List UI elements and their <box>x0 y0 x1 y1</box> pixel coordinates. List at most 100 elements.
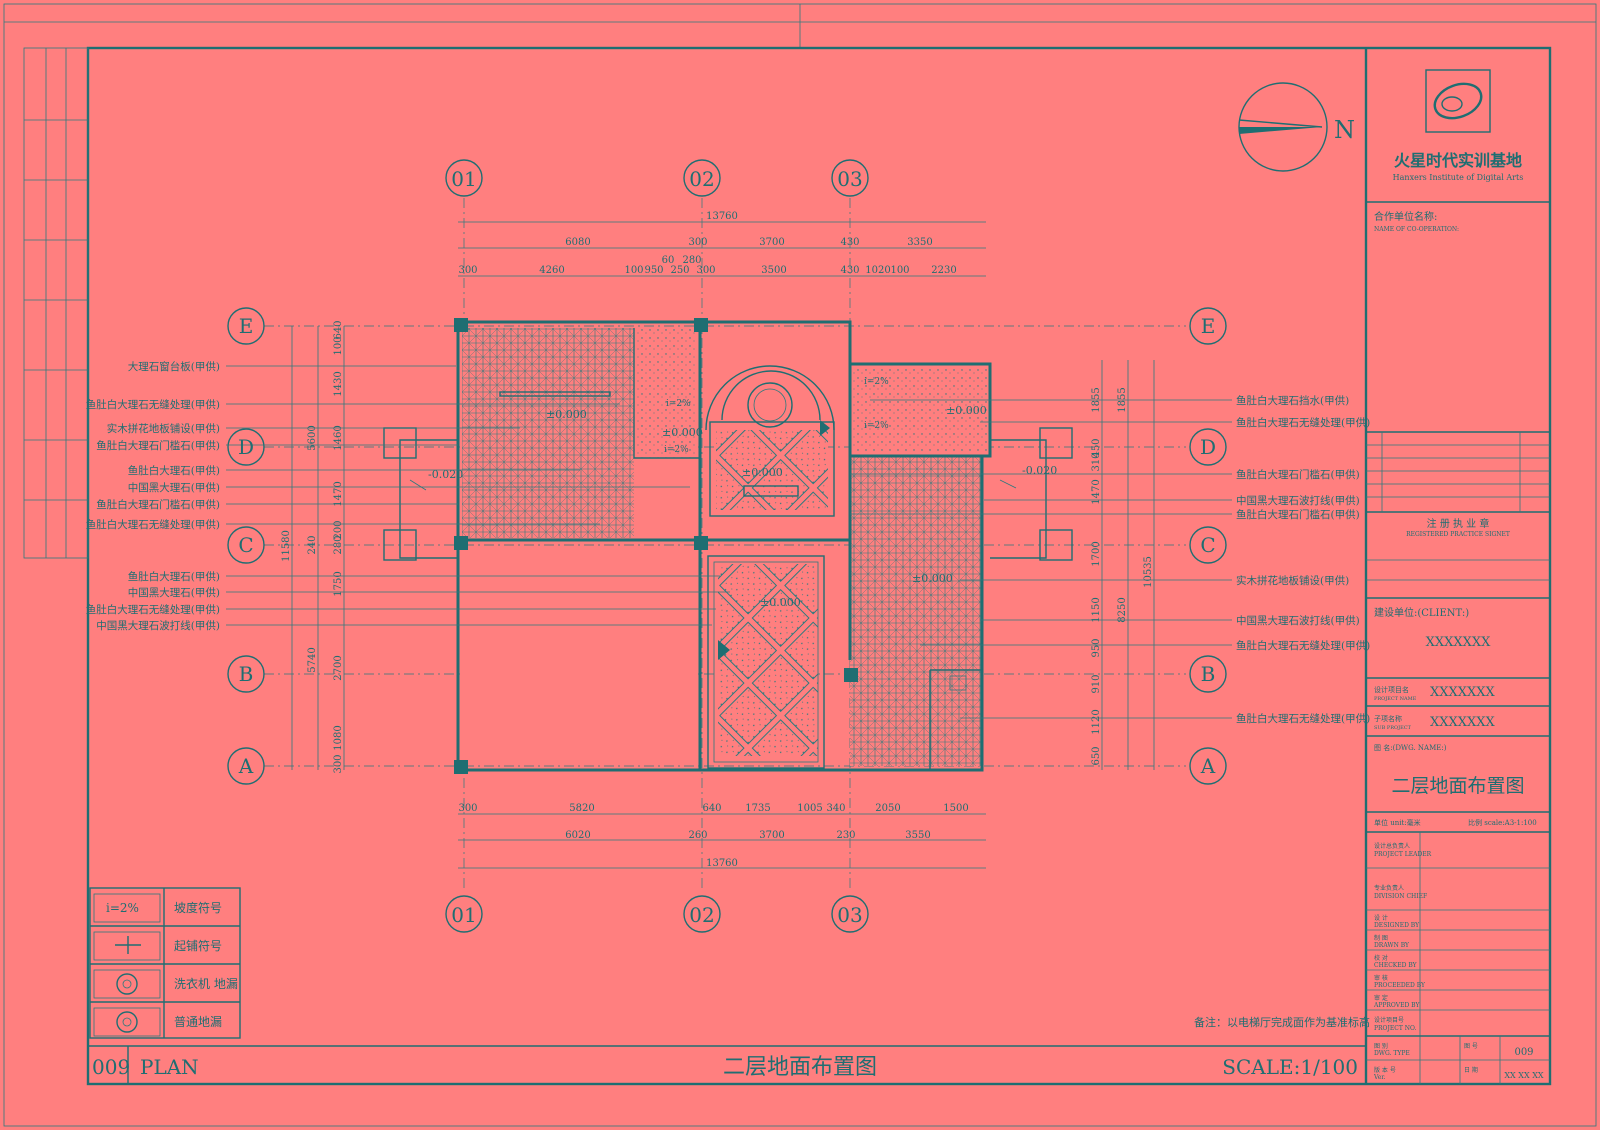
dim-top2-4: 950 <box>644 265 663 276</box>
dim-left-in-1: 640 <box>333 320 344 339</box>
legend-washer-drain-text: 洗衣机 地漏 <box>174 976 238 991</box>
drawing-note: 备注：以电梯厅完成面作为基准标高 <box>1194 1015 1370 1029</box>
dim-bot2-5: 3550 <box>905 830 930 841</box>
dim-right-in-10: 650 <box>1091 746 1102 765</box>
label-left-5: 鱼肚白大理石(甲供) <box>128 464 220 477</box>
dim-bot2-1: 6020 <box>565 830 590 841</box>
dim-left-in-3: 1430 <box>333 371 344 396</box>
dim-top2-8: 300 <box>696 265 715 276</box>
dim-bot-7: 2050 <box>875 803 900 814</box>
axis-row-e-left: E <box>239 314 254 338</box>
level-hall: ±0.000 <box>760 596 801 609</box>
axis-grid <box>264 198 1186 892</box>
dim-bot2-3: 3700 <box>759 830 784 841</box>
dim-left-in-10: 1080 <box>333 725 344 750</box>
company-logo <box>1425 69 1491 133</box>
dim-left-in-7: 280 <box>333 535 344 554</box>
label-left-12: 中国黑大理石波打线(甲供) <box>96 619 220 632</box>
label-right-4: 中国黑大理石波打线(甲供) <box>1236 494 1360 507</box>
label-right-7: 中国黑大理石波打线(甲供) <box>1236 614 1360 627</box>
project-label-en: PROJECT NAME <box>1374 696 1417 702</box>
axis-row-d-left: D <box>238 435 254 459</box>
axis-row-c-right: C <box>1200 533 1215 557</box>
label-right-2: 鱼肚白大理石无缝处理(甲供) <box>1236 416 1370 429</box>
legend-start-text: 起铺符号 <box>174 938 222 953</box>
role-0: 设计总负责人 <box>1374 842 1410 850</box>
axis-col-02-bottom: 02 <box>689 903 714 927</box>
scale-label: 比例 scale:A3-1:100 <box>1468 818 1537 827</box>
label-left-1: 大理石窗台板(甲供) <box>128 360 220 373</box>
label-right-8: 鱼肚白大理石无缝处理(甲供) <box>1236 639 1370 652</box>
drawing-scale: SCALE:1/100 <box>1222 1055 1358 1079</box>
project-value: XXXXXXX <box>1430 685 1496 700</box>
axis-col-03-top: 03 <box>837 167 862 191</box>
axis-row-a-right: A <box>1200 754 1216 778</box>
dim-top-2: 300 <box>688 237 707 248</box>
role-9-en: Ver. <box>1373 1074 1386 1081</box>
client-label: 建设单位:(CLIENT:) <box>1374 606 1469 619</box>
company-name: 火星时代实训基地 <box>1394 151 1522 170</box>
label-left-7: 鱼肚白大理石门槛石(甲供) <box>96 498 220 511</box>
axis-col-03-bottom: 03 <box>837 903 862 927</box>
slope-bath-right-2: i=2% <box>864 421 889 431</box>
dim-right-in-7: 950 <box>1091 638 1102 657</box>
dim-bot-3: 640 <box>702 803 721 814</box>
legend-drain-text: 普通地漏 <box>174 1015 222 1029</box>
dim-top-3: 3700 <box>759 237 784 248</box>
client-value: XXXXXXX <box>1426 635 1492 650</box>
dim-right-in-3: 310 <box>1091 452 1102 471</box>
date-label: 日 期 <box>1464 1066 1478 1074</box>
axis-row-b-left: B <box>239 662 254 686</box>
leader-lines <box>226 365 1232 719</box>
dim-right-outer: 10535 <box>1143 556 1154 588</box>
slope-bath-right-1: i=2% <box>864 377 889 387</box>
axis-col-01-top: 01 <box>451 167 476 191</box>
bedroom-right-floor <box>850 456 982 766</box>
role-0-en: PROJECT LEADER <box>1374 851 1432 858</box>
project-label: 设计项目名 <box>1374 685 1409 694</box>
level-balcony-left: -0.020 <box>428 468 463 481</box>
dim-right-in-9: 1120 <box>1091 709 1102 734</box>
dim-left-in-2: 100 <box>333 336 344 355</box>
dim-bot-4: 1735 <box>745 803 770 814</box>
role-1: 专业负责人 <box>1374 884 1404 892</box>
dim-left-mid-1: 5600 <box>307 425 318 450</box>
dim-top2-7: 280 <box>682 255 701 266</box>
axis-bubbles <box>227 159 1227 933</box>
coop-label-en: NAME OF CO-OPERATION: <box>1374 226 1459 233</box>
axis-col-01-bottom: 01 <box>451 903 476 927</box>
axis-row-a-left: A <box>238 754 254 778</box>
bedroom-left-floor <box>462 546 694 762</box>
dim-right-in-8: 910 <box>1091 674 1102 693</box>
label-right-3: 鱼肚白大理石门槛石(甲供) <box>1236 468 1360 481</box>
label-left-3: 实木拼花地板铺设(甲供) <box>107 422 220 435</box>
level-balcony-right: -0.020 <box>1022 464 1057 477</box>
dim-left-in-6: 200 <box>333 520 344 539</box>
dim-top2-1: 300 <box>458 265 477 276</box>
dim-top2-11: 1020 <box>865 265 890 276</box>
dim-top-4: 430 <box>840 237 859 248</box>
dim-top2-9: 3500 <box>761 265 786 276</box>
dwg-name-value: 二层地面布置图 <box>1391 775 1524 797</box>
dim-right-mid-1: 1855 <box>1117 387 1128 412</box>
label-right-5: 鱼肚白大理石门槛石(甲供) <box>1236 508 1360 521</box>
dwg-name-label: 图 名:(DWG. NAME:) <box>1374 743 1447 752</box>
axis-col-02-top: 02 <box>689 167 714 191</box>
dim-bot-6: 340 <box>826 803 845 814</box>
legend-slope-text: 坡度符号 <box>174 900 222 915</box>
dimension-lines <box>291 221 1155 869</box>
role-grid <box>1366 832 1550 1084</box>
dim-top2-10: 430 <box>840 265 859 276</box>
dim-bot2-4: 230 <box>836 830 855 841</box>
dim-right-in-2: 450 <box>1091 438 1102 457</box>
role-2: 设 计 <box>1374 914 1388 922</box>
label-left-6: 中国黑大理石(甲供) <box>128 481 220 494</box>
role-4-en: CHECKED BY <box>1374 962 1418 969</box>
sub-value: XXXXXXX <box>1430 715 1496 730</box>
north-label: N <box>1334 116 1355 144</box>
dim-top2-13: 2230 <box>931 265 956 276</box>
revision-table <box>1366 432 1550 512</box>
role-5-en: PROCEEDED BY <box>1374 982 1426 989</box>
